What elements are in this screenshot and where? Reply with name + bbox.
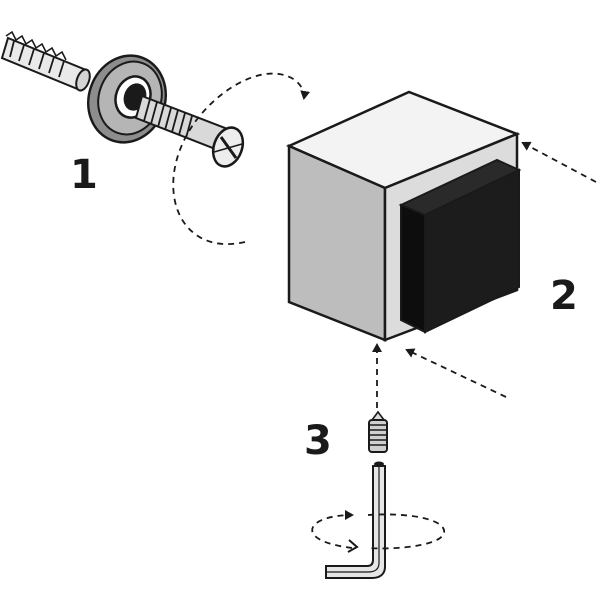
wall-anchor bbox=[0, 30, 91, 92]
step-label-2: 2 bbox=[550, 273, 578, 319]
rotation-arrow-1 bbox=[172, 72, 311, 245]
hex-key bbox=[325, 461, 386, 579]
insert-arrow-upper bbox=[521, 141, 597, 183]
step-label-1: 1 bbox=[70, 152, 98, 198]
washer-ring bbox=[87, 54, 167, 144]
pad-front bbox=[424, 168, 520, 334]
insert-arrow-lower bbox=[405, 348, 507, 398]
setscrew-hexkey-assembly: 3 bbox=[304, 410, 445, 579]
rotation-arrow-3-head bbox=[347, 539, 359, 553]
set-screw bbox=[368, 410, 388, 453]
rotation-arrow-3 bbox=[311, 514, 445, 550]
cube-stopper: 2 bbox=[285, 90, 578, 342]
pad-side bbox=[400, 203, 426, 334]
step-label-3: 3 bbox=[304, 418, 332, 464]
anchor-screw-assembly: 1 bbox=[0, 30, 245, 198]
screw bbox=[134, 94, 245, 168]
